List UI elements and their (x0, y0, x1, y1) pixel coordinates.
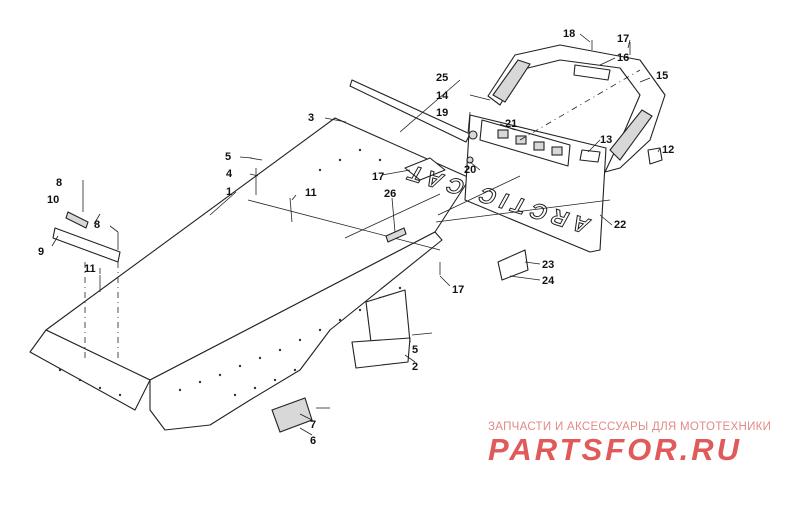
tunnel-crease (247, 199, 441, 251)
callout-21: 21 (505, 118, 517, 130)
screw-part-11 (289, 197, 293, 223)
callout-23: 23 (542, 259, 554, 271)
nut-part-19 (468, 130, 478, 140)
bumper-axis-line (519, 69, 641, 141)
callout-4: 4 (226, 168, 233, 180)
front-bracket-group (52, 180, 121, 360)
callout-19: 19 (436, 107, 448, 119)
flap-slot-a (497, 129, 509, 139)
tunnel-side-panel (149, 231, 443, 431)
tunnel-hardware (249, 157, 293, 223)
tunnel-crease-2 (344, 193, 441, 239)
washer-part-20 (466, 156, 474, 164)
tunnel-front-lip (29, 329, 151, 411)
wear-plate-part-6 (271, 397, 313, 433)
callout-labels: 1 2 3 4 5 5 6 7 8 8 9 10 11 11 12 13 14 … (38, 28, 674, 447)
callout-17c: 17 (452, 284, 464, 296)
spring-part-10 (65, 211, 89, 229)
callout-18: 18 (563, 28, 575, 40)
watermark-logo: PARTSFOR.RU (488, 432, 743, 467)
tunnel-vent-emblem (385, 227, 407, 243)
callout-7: 7 (310, 419, 316, 431)
callout-17b: 17 (372, 171, 384, 183)
callout-20: 20 (464, 164, 476, 176)
watermark: ЗАПЧАСТИ И АКСЕССУАРЫ ДЛЯ МОТОТЕХНИКИ PA… (488, 421, 788, 467)
bumper-grip-left-part-14 (492, 59, 531, 103)
callout-12: 12 (662, 144, 674, 156)
snow-flap-part-22 (464, 114, 607, 253)
callout-10: 10 (47, 194, 59, 206)
bracket-bolt-5 (411, 332, 433, 336)
callout-8a: 8 (56, 177, 62, 189)
trim-strip-part-25 (349, 79, 471, 143)
callout-8b: 8 (94, 219, 100, 231)
callout-5a: 5 (225, 151, 231, 163)
callout-6: 6 (310, 435, 316, 447)
side-bracket-part-2 (351, 289, 433, 369)
callout-26: 26 (384, 188, 396, 200)
callout-2: 2 (412, 361, 418, 373)
bumper-end-cap-part-16 (573, 64, 611, 81)
callout-11a: 11 (84, 263, 96, 275)
callout-24: 24 (542, 275, 555, 287)
tunnel-assembly (29, 117, 471, 431)
bumper-cap-part-13 (579, 149, 601, 163)
flap-slot-b (515, 135, 527, 145)
callout-1: 1 (226, 186, 232, 198)
watermark-tagline: ЗАПЧАСТИ И АКСЕССУАРЫ ДЛЯ МОТОТЕХНИКИ (488, 421, 772, 433)
screw-part-5 (249, 157, 263, 161)
callout-3: 3 (308, 112, 314, 124)
side-bracket-base (351, 337, 411, 369)
bracket-part-9 (52, 227, 121, 263)
flap-slot-d (551, 146, 563, 156)
rear-bumper-assembly (487, 40, 666, 173)
callout-15: 15 (656, 70, 668, 82)
tunnel-rear-clip (404, 157, 446, 181)
tunnel-rivets (58, 148, 402, 397)
callout-5b: 5 (412, 344, 418, 356)
callout-13: 13 (600, 134, 612, 146)
bumper-grip-right (609, 109, 653, 161)
callout-11b: 11 (305, 187, 317, 199)
callout-9: 9 (38, 246, 44, 258)
flap-slot-c (533, 141, 545, 151)
callout-16: 16 (617, 52, 629, 64)
callout-25: 25 (436, 72, 448, 84)
bumper-plug-part-12 (647, 147, 663, 165)
callout-17a: 17 (617, 33, 629, 45)
callout-22: 22 (614, 219, 626, 231)
plate-part-23 (497, 249, 529, 281)
callout-14: 14 (436, 90, 449, 102)
leader-lines (51, 33, 661, 436)
